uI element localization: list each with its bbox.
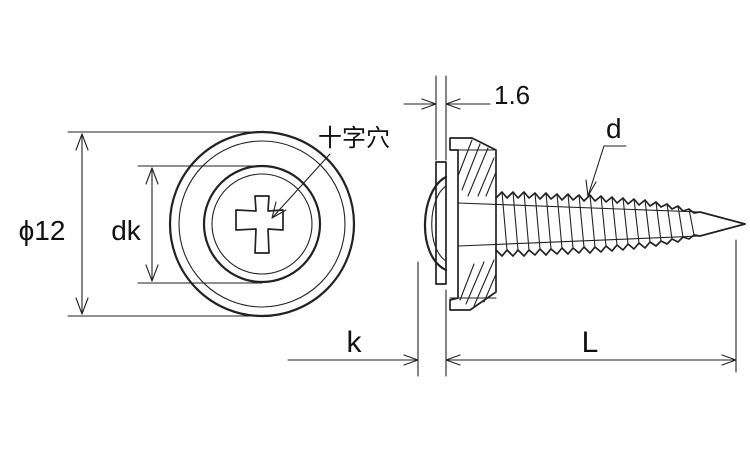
length-dimension: L xyxy=(445,239,737,373)
recess-leader: 十字穴 xyxy=(271,125,390,219)
head-diameter-dimension: dk xyxy=(100,165,263,284)
thread-bottom xyxy=(495,223,746,257)
washer-outer-circle xyxy=(168,130,356,318)
thread-top xyxy=(495,191,746,225)
thread-crests xyxy=(501,191,695,251)
thread-diameter-label: d xyxy=(606,113,622,144)
sealing-washer xyxy=(449,137,497,311)
head-outer-circle xyxy=(202,164,322,284)
outer-diameter-dimension: ϕ12 xyxy=(6,131,263,317)
phillips-recess xyxy=(235,195,284,254)
head-diameter-label: dk xyxy=(111,215,142,246)
washer-hatch xyxy=(457,139,497,307)
dome-head xyxy=(423,175,448,272)
recess-label: 十字穴 xyxy=(318,125,390,152)
length-label: L xyxy=(582,326,599,359)
washer-thickness-label: 1.6 xyxy=(494,80,530,110)
front-view xyxy=(168,130,356,318)
washer-plate xyxy=(435,161,447,285)
washer-inner-circle xyxy=(178,140,346,308)
head-height-dimension: k xyxy=(287,261,461,377)
head-height-label: k xyxy=(347,326,363,359)
outer-diameter-label: ϕ12 xyxy=(19,215,66,246)
washer-thickness-dimension: 1.6 xyxy=(403,75,530,161)
head-inner-circle xyxy=(211,173,313,275)
side-view xyxy=(423,137,746,311)
thread-diameter-leader: d xyxy=(585,113,627,197)
